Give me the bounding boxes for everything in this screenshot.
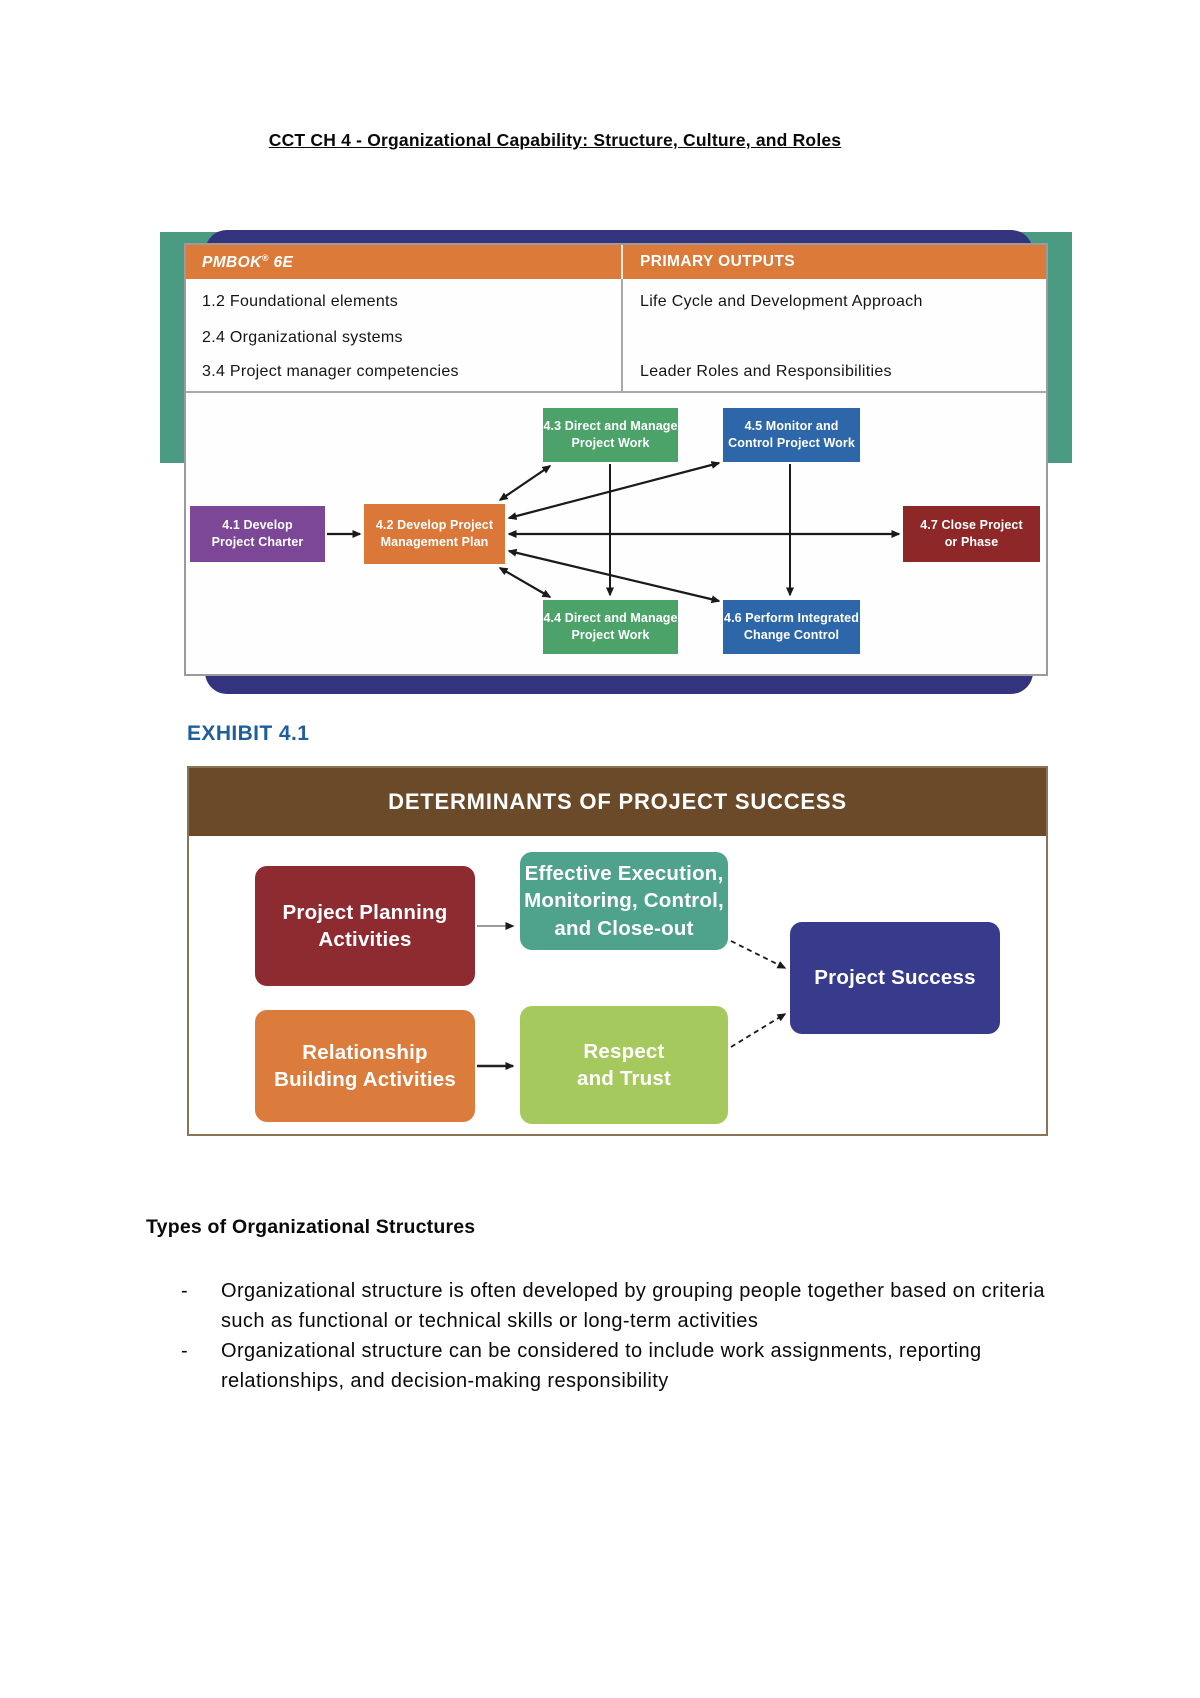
bullet-dash: - (181, 1340, 189, 1362)
section-heading: Types of Organizational Structures (146, 1216, 476, 1238)
exhibit-title-bar: DETERMINANTS OF PROJECT SUCCESS (189, 768, 1046, 836)
bullet-dash: - (181, 1280, 189, 1302)
table-header-primary-outputs: PRIMARY OUTPUTS (640, 253, 795, 270)
registered-mark: ® (261, 253, 269, 263)
table-cell-right-1: Life Cycle and Development Approach (640, 293, 923, 310)
column-divider-body (621, 279, 623, 391)
table-header-row: PMBOK® 6E PRIMARY OUTPUTS (186, 245, 1046, 279)
list-item: - Organizational structure can be consid… (181, 1336, 1061, 1396)
table-cell-left-2: 2.4 Organizational systems (202, 329, 403, 346)
bullet-text: Organizational structure can be consider… (221, 1340, 982, 1392)
list-item: - Organizational structure is often deve… (181, 1276, 1061, 1336)
column-divider-header (621, 245, 623, 279)
page-title: CCT CH 4 - Organizational Capability: St… (268, 130, 842, 150)
table-cell-left-3: 3.4 Project manager competencies (202, 363, 459, 380)
table-bottom-border (186, 391, 1046, 393)
exhibit-box-project-success: Project Success (790, 922, 1000, 1034)
bullet-text: Organizational structure is often develo… (221, 1280, 1045, 1332)
exhibit-box-effective-execution: Effective Execution,Monitoring, Control,… (520, 852, 728, 950)
exhibit-title: DETERMINANTS OF PROJECT SUCCESS (388, 789, 847, 814)
table-cell-left-1: 1.2 Foundational elements (202, 293, 399, 310)
table-cell-right-3: Leader Roles and Responsibilities (640, 363, 892, 380)
exhibit-label: EXHIBIT 4.1 (187, 722, 310, 745)
bullet-list: - Organizational structure is often deve… (181, 1276, 1061, 1396)
table-header-pmbok: PMBOK® 6E (202, 253, 294, 272)
